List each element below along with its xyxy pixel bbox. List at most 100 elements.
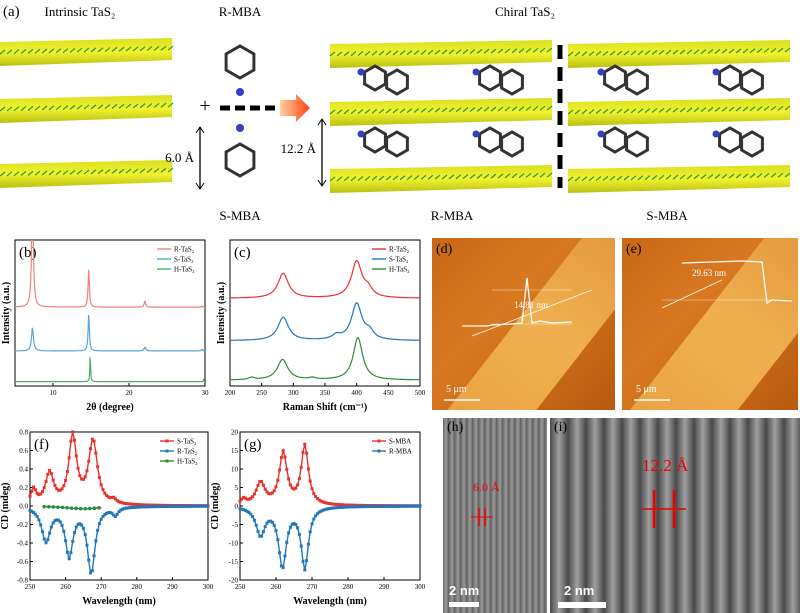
data-point <box>378 504 382 508</box>
legend-label: H-TaS₂ <box>174 266 195 274</box>
ta-s-bond <box>469 49 476 54</box>
data-point <box>78 506 83 511</box>
data-point <box>328 506 332 510</box>
r-mba-molecule <box>224 44 256 80</box>
data-point <box>90 437 94 441</box>
ta-s-bond <box>770 105 777 111</box>
arrow-icon <box>280 94 310 122</box>
ta-s-bond <box>749 106 756 112</box>
data-point <box>53 519 57 523</box>
ta-s-bond <box>167 45 174 51</box>
nitrogen-atom <box>597 130 605 138</box>
ta-s-bond <box>742 173 749 179</box>
data-point <box>92 554 96 558</box>
data-point <box>106 495 110 499</box>
data-point <box>344 503 348 507</box>
data-point <box>292 522 296 526</box>
ta-s-bond <box>490 48 497 54</box>
data-point <box>48 531 52 535</box>
data-point <box>297 533 301 537</box>
ta-s-bond <box>125 46 132 52</box>
ta-s-bond <box>637 50 644 56</box>
data-point <box>64 478 68 482</box>
data-point <box>80 477 84 481</box>
ta-s-bond <box>104 169 111 175</box>
data-point <box>128 502 132 506</box>
data-point <box>337 503 341 507</box>
data-point <box>251 515 255 519</box>
ta-s-bond <box>427 174 434 180</box>
ta-s-bond <box>399 108 406 114</box>
ta-s-bond <box>721 173 728 179</box>
ta-s-bond <box>83 104 90 110</box>
chiral-r-mba-label: R-MBA <box>431 208 474 223</box>
ta-s-bond <box>588 109 595 115</box>
ta-s-bond <box>364 108 371 114</box>
data-point <box>92 506 97 510</box>
ta-s-bond <box>13 49 20 55</box>
ta-s-bond <box>518 48 525 54</box>
data-point <box>195 504 199 508</box>
ta-s-bond <box>41 170 48 176</box>
data-point <box>339 505 343 509</box>
data-point <box>328 502 332 506</box>
ta-s-bond <box>476 48 483 54</box>
data-point <box>60 505 65 510</box>
data-point <box>303 568 307 572</box>
data-point <box>135 503 139 507</box>
x-tick-label: 250 <box>235 583 246 591</box>
ta-s-bond <box>714 106 721 112</box>
ta-s-bond <box>574 51 581 57</box>
ta-s-bond <box>539 47 546 53</box>
data-point <box>269 492 273 496</box>
ta-s-bond <box>546 105 553 111</box>
panel-label: (f) <box>34 437 49 453</box>
data-point <box>314 495 318 499</box>
legend-marker <box>377 449 381 453</box>
ta-s-bond <box>532 47 539 53</box>
data-point <box>81 477 85 481</box>
data-point <box>58 520 62 524</box>
data-point <box>96 465 100 469</box>
data-point <box>71 430 75 434</box>
data-point <box>292 487 296 491</box>
afm-image-e: (e) 29.63 nm 5 μm <box>622 238 798 410</box>
ta-s-bond <box>111 103 118 109</box>
data-point <box>162 504 165 508</box>
ta-s-bond <box>448 174 455 180</box>
ta-s-bond <box>118 46 125 52</box>
data-point <box>51 521 55 525</box>
series-line-H-TaS₂ <box>230 337 420 381</box>
ta-s-bond <box>728 106 735 112</box>
ta-s-bond <box>378 108 385 114</box>
data-point <box>76 522 80 526</box>
data-point <box>78 474 82 478</box>
ta-s-bond <box>735 48 742 54</box>
ta-s-bond <box>539 105 546 111</box>
height-label-d: 14.81 nm <box>514 300 549 310</box>
ta-s-bond <box>707 107 714 112</box>
data-point <box>296 526 300 530</box>
tem-image-i: (i) 12.2 Å 2 nm <box>550 418 800 613</box>
data-point <box>256 529 260 533</box>
data-point <box>44 479 48 483</box>
data-point <box>145 503 149 507</box>
data-point <box>147 505 151 509</box>
x-tick-label: 300 <box>415 583 426 591</box>
data-point <box>117 500 121 504</box>
ta-s-bond <box>728 48 735 54</box>
data-point <box>30 509 34 513</box>
ta-s-bond <box>742 48 749 54</box>
data-point <box>337 505 341 509</box>
data-point <box>81 526 85 530</box>
ta-s-bond <box>329 109 336 115</box>
intercalated-mba <box>478 126 502 154</box>
ta-s-bond <box>357 109 364 114</box>
data-point <box>323 508 327 512</box>
data-point <box>73 438 76 442</box>
ta-s-bond <box>623 175 630 181</box>
series-line-S-TaS₂ <box>15 314 205 352</box>
ta-s-bond <box>623 50 630 56</box>
ta-s-bond <box>83 47 90 53</box>
